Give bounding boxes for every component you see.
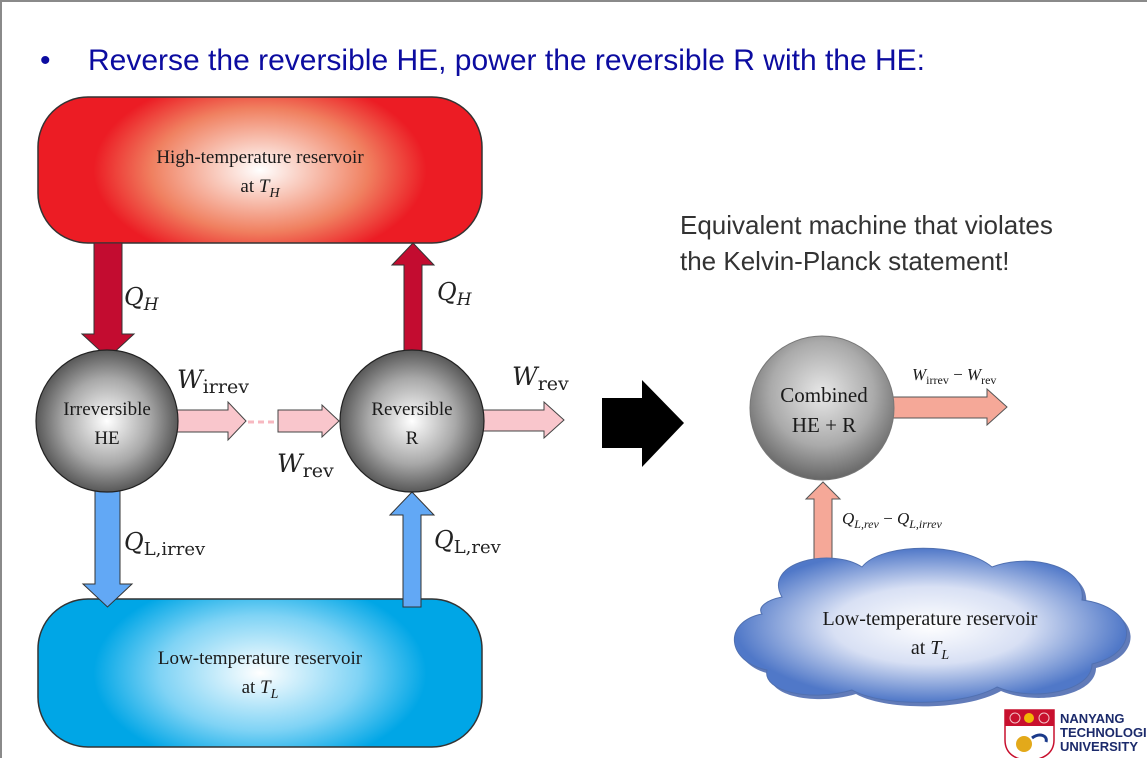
equivalence-arrow-icon	[602, 380, 684, 467]
irreversible-heat-engine: Irreversible HE	[35, 349, 179, 493]
ntu-logo: NANYANG TECHNOLOGICAL UNIVERSITY	[1004, 709, 1147, 758]
cloud-reservoir-label: Low-temperature reservoir	[823, 608, 1038, 630]
combined-work-arrow	[891, 387, 1008, 427]
hot-reservoir-temp: at TH	[240, 176, 280, 201]
slide-title: Reverse the reversible HE, power the rev…	[88, 44, 925, 77]
combined-label-2: HE + R	[792, 413, 856, 437]
ql-irrev-arrow	[81, 489, 134, 608]
equivalent-text-line2: the Kelvin-Planck statement!	[680, 246, 1010, 276]
high-temperature-reservoir: High-temperature reservoir at TH	[37, 96, 483, 244]
logo-line1: NANYANG	[1060, 711, 1125, 726]
hot-reservoir-label: High-temperature reservoir	[156, 147, 364, 168]
ql-rev-label: QL,rev	[434, 526, 502, 558]
w-rev-out-arrow	[481, 400, 565, 440]
combined-label-1: Combined	[780, 383, 868, 407]
r-label-2: R	[406, 428, 419, 449]
qh-out-label: QH	[437, 278, 473, 310]
combined-heat-label: QL,rev − QL,irrev	[842, 509, 942, 531]
w-irrev-arrow	[176, 400, 247, 442]
cold-reservoir-temp: at TL	[242, 677, 279, 702]
he-label-1: Irreversible	[63, 399, 151, 420]
logo-line2: TECHNOLOGICAL	[1060, 725, 1147, 740]
combined-machine: Combined HE + R	[749, 335, 895, 481]
w-rev-in-label: Wrev	[277, 449, 334, 482]
cold-reservoir-label: Low-temperature reservoir	[158, 648, 363, 669]
cloud-reservoir-temp: at TL	[911, 637, 950, 663]
combined-work-label: Wirrev − Wrev	[912, 365, 996, 387]
w-irrev-label: Wirrev	[177, 365, 249, 398]
low-temperature-reservoir: Low-temperature reservoir at TL	[37, 598, 483, 748]
w-rev-out-label: Wrev	[512, 362, 569, 395]
equivalent-text-line1: Equivalent machine that violates	[680, 210, 1053, 240]
r-label-1: Reversible	[371, 399, 452, 420]
ql-irrev-label: QL,irrev	[124, 528, 206, 560]
title-bullet: •	[40, 44, 51, 77]
he-label-2: HE	[94, 428, 119, 449]
ql-rev-arrow	[388, 491, 436, 608]
qh-in-arrow	[80, 242, 136, 359]
logo-line3: UNIVERSITY	[1060, 739, 1138, 754]
qh-out-arrow	[390, 242, 436, 359]
reversible-refrigerator: Reversible R	[339, 349, 485, 493]
cloud-low-temperature-reservoir: Low-temperature reservoir at TL	[734, 547, 1131, 707]
w-rev-in-arrow	[277, 403, 340, 439]
qh-in-label: QH	[124, 283, 160, 315]
